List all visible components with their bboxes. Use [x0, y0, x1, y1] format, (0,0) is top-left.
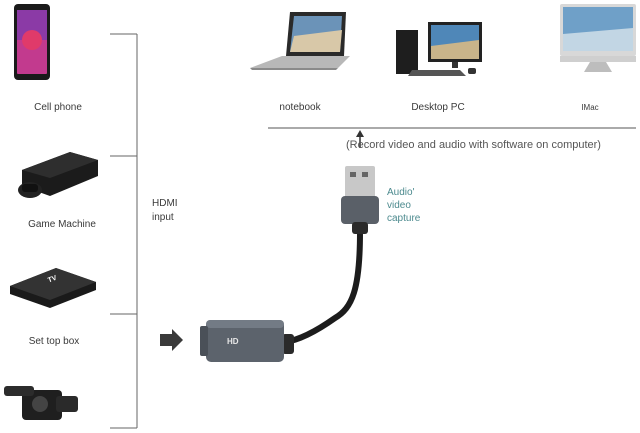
capture-device — [200, 166, 379, 362]
label-desktop-pc: Desktop PC — [411, 102, 465, 113]
set-top-box-icon — [10, 268, 96, 308]
device-badge: HD — [227, 337, 239, 346]
record-note: (Record video and audio with software on… — [346, 139, 601, 151]
label-cell-phone: Cell phone — [34, 102, 82, 113]
label-game-machine: Game Machine — [28, 219, 96, 230]
label-set-top-box: Set top box — [28, 336, 80, 347]
imac-icon — [560, 4, 636, 72]
cell-phone-icon — [14, 4, 50, 80]
label-audio-video-capture: Audio' video capture — [387, 187, 421, 224]
notebook-icon — [250, 12, 350, 70]
game-machine-icon — [18, 152, 98, 198]
camera-icon — [4, 386, 78, 420]
label-notebook: notebook — [279, 102, 321, 113]
right-arrow-icon — [160, 329, 183, 351]
desktop-pc-icon — [396, 22, 482, 76]
up-arrow-icon — [356, 130, 364, 148]
label-imac: IMac — [581, 103, 599, 112]
label-hdmi-input: HDMI input — [152, 198, 178, 223]
source-bracket — [110, 33, 138, 429]
